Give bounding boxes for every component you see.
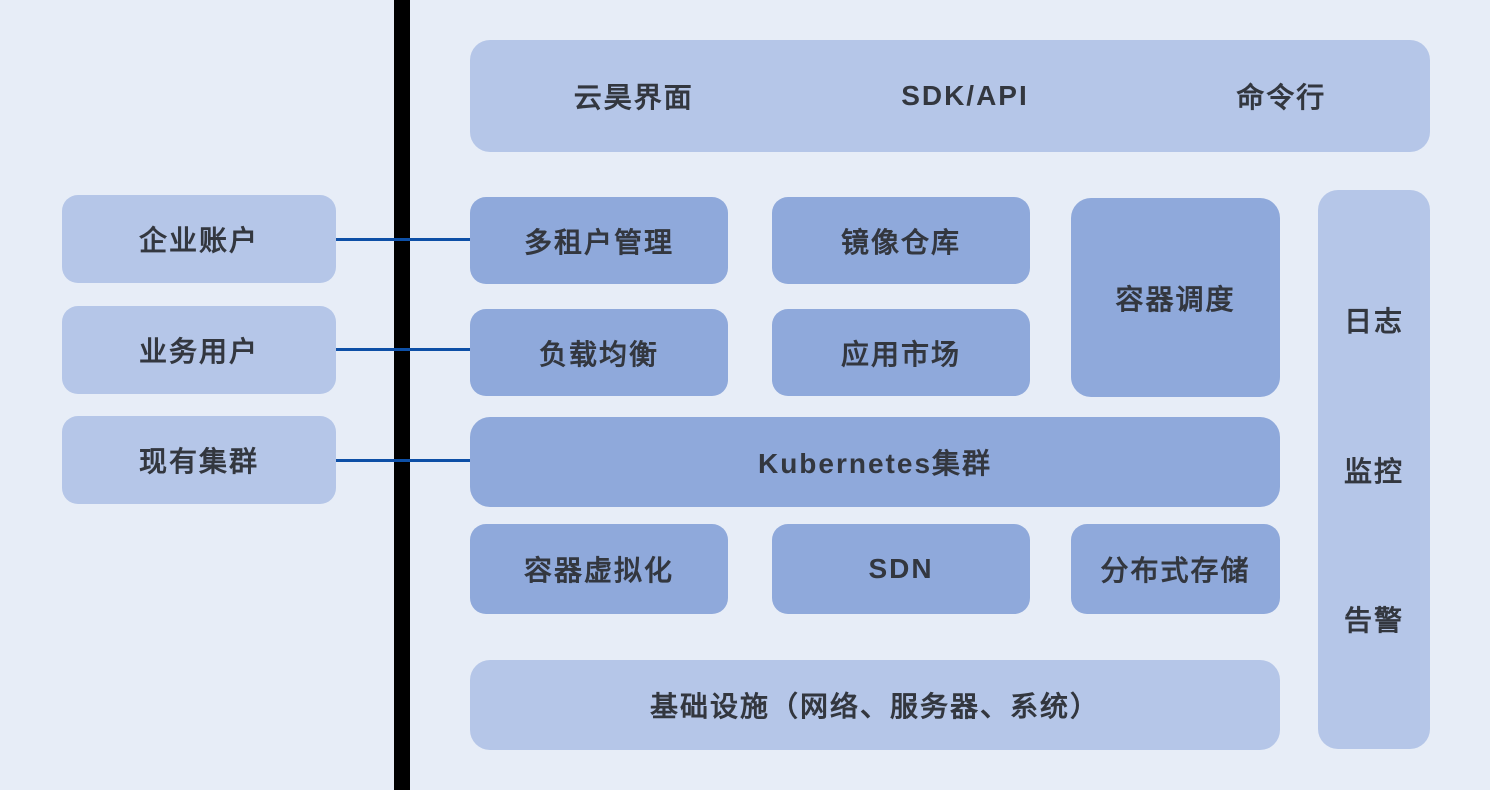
node-distributed-storage: 分布式存储: [1071, 524, 1280, 614]
node-existing-cluster: 现有集群: [62, 416, 336, 504]
vertical-divider: [394, 0, 410, 790]
node-multi-tenant-management: 多租户管理: [470, 197, 728, 284]
node-infrastructure: 基础设施（网络、服务器、系统）: [470, 660, 1280, 750]
node-enterprise-account-label: 企业账户: [138, 225, 259, 256]
node-multi-tenant-management-label: 多租户管理: [523, 226, 674, 258]
node-kubernetes-cluster: Kubernetes集群: [470, 417, 1280, 507]
connector-line-enterprise-account: [336, 238, 470, 241]
node-container-virtualization: 容器虚拟化: [470, 524, 728, 614]
node-sdn-label: SDN: [868, 553, 934, 584]
ops-bar-item-monitoring: 监控: [1343, 455, 1404, 487]
access-bar: 云昊界面 SDK/API 命令行: [470, 40, 1430, 152]
node-enterprise-account: 企业账户: [62, 195, 336, 283]
node-image-registry-label: 镜像仓库: [840, 226, 961, 258]
node-load-balancing-label: 负载均衡: [538, 338, 659, 370]
access-bar-item-cli: 命令行: [1236, 82, 1327, 113]
node-container-virtualization-label: 容器虚拟化: [523, 555, 674, 586]
node-load-balancing: 负载均衡: [470, 309, 728, 396]
node-sdn: SDN: [772, 524, 1030, 614]
node-infrastructure-label: 基础设施（网络、服务器、系统）: [649, 691, 1100, 722]
access-bar-item-cloud-ui: 云昊界面: [573, 82, 694, 113]
node-app-marketplace: 应用市场: [772, 309, 1030, 396]
connector-line-business-user: [336, 348, 470, 351]
node-container-scheduling-label: 容器调度: [1115, 283, 1236, 315]
node-app-marketplace-label: 应用市场: [840, 338, 961, 370]
node-distributed-storage-label: 分布式存储: [1100, 555, 1251, 586]
node-image-registry: 镜像仓库: [772, 197, 1030, 284]
connector-line-existing-cluster: [336, 459, 470, 462]
access-bar-item-sdk-api: SDK/API: [901, 80, 1029, 111]
node-kubernetes-cluster-label: Kubernetes集群: [757, 448, 993, 479]
ops-bar-item-logs: 日志: [1343, 305, 1404, 337]
node-container-scheduling: 容器调度: [1071, 198, 1280, 397]
node-business-user: 业务用户: [62, 306, 336, 394]
node-business-user-label: 业务用户: [138, 336, 259, 367]
ops-bar-item-alerts: 告警: [1343, 605, 1404, 637]
ops-bar: 日志 监控 告警: [1318, 190, 1430, 749]
node-existing-cluster-label: 现有集群: [138, 446, 259, 477]
